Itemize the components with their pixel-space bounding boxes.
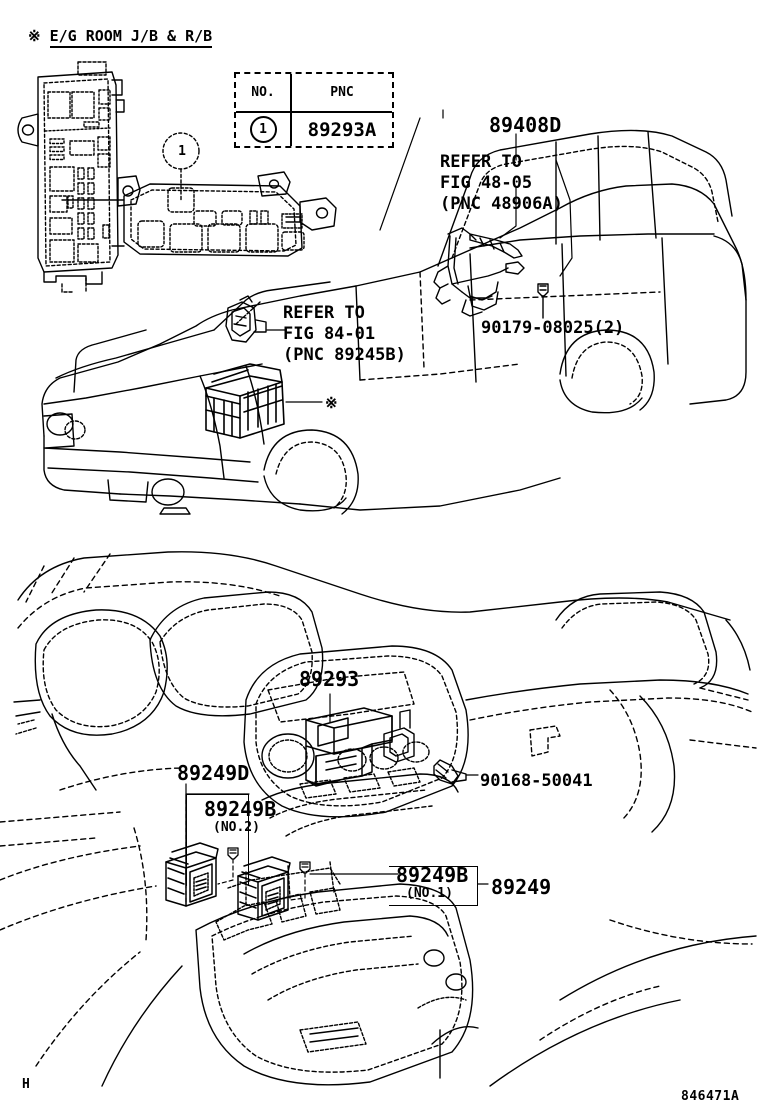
label-89408d: 89408D	[489, 113, 562, 137]
header-mark-icon: ※	[28, 27, 41, 45]
relay-block-illustration	[61, 171, 337, 257]
label-89249: 89249	[491, 875, 552, 899]
leader-lines-top	[266, 109, 573, 403]
section-header: ※ E/G ROOM J/B & R/B	[28, 27, 213, 48]
screw-90168	[433, 759, 467, 785]
switch-clips	[227, 847, 311, 874]
table-cell-no: 1	[236, 111, 290, 148]
asterisk-reference-mark: ※	[325, 394, 338, 412]
revision-letter: H	[22, 1077, 30, 1092]
label-90179-08025: 90179-08025(2)	[481, 318, 625, 338]
bracket-89249d	[186, 794, 249, 886]
junction-block-illustration	[17, 61, 141, 293]
callout-balloon-number: 1	[178, 143, 186, 159]
label-89249d: 89249D	[177, 761, 250, 785]
sheet-code: 846471A	[681, 1089, 740, 1104]
callout-number-1: 1	[249, 116, 277, 143]
connector-part-8401	[225, 295, 267, 343]
module-bracket	[383, 709, 415, 763]
dashboard-illustration	[0, 551, 757, 1087]
vehicle-illustration-top	[41, 129, 747, 515]
module-89293-part	[305, 707, 393, 787]
table-vertical-divider	[290, 74, 292, 146]
table-cell-pnc: 89293A	[307, 118, 377, 141]
antenna-harness-part	[433, 227, 525, 317]
switch-89249b-no1-part	[237, 856, 291, 921]
bracket-89249	[389, 866, 478, 906]
pnc-table: NO. PNC 1 89293A	[234, 72, 394, 148]
callout-leader	[162, 132, 200, 201]
label-89293: 89293	[299, 667, 360, 691]
bolt-90179	[537, 283, 549, 319]
label-90168-50041: 90168-50041	[480, 771, 593, 791]
section-header-text: E/G ROOM J/B & R/B	[49, 27, 213, 48]
table-header-no: NO.	[251, 85, 275, 100]
table-header-pnc: PNC	[330, 85, 354, 100]
engine-jb-part	[205, 363, 285, 439]
table-horizontal-divider	[236, 111, 392, 113]
